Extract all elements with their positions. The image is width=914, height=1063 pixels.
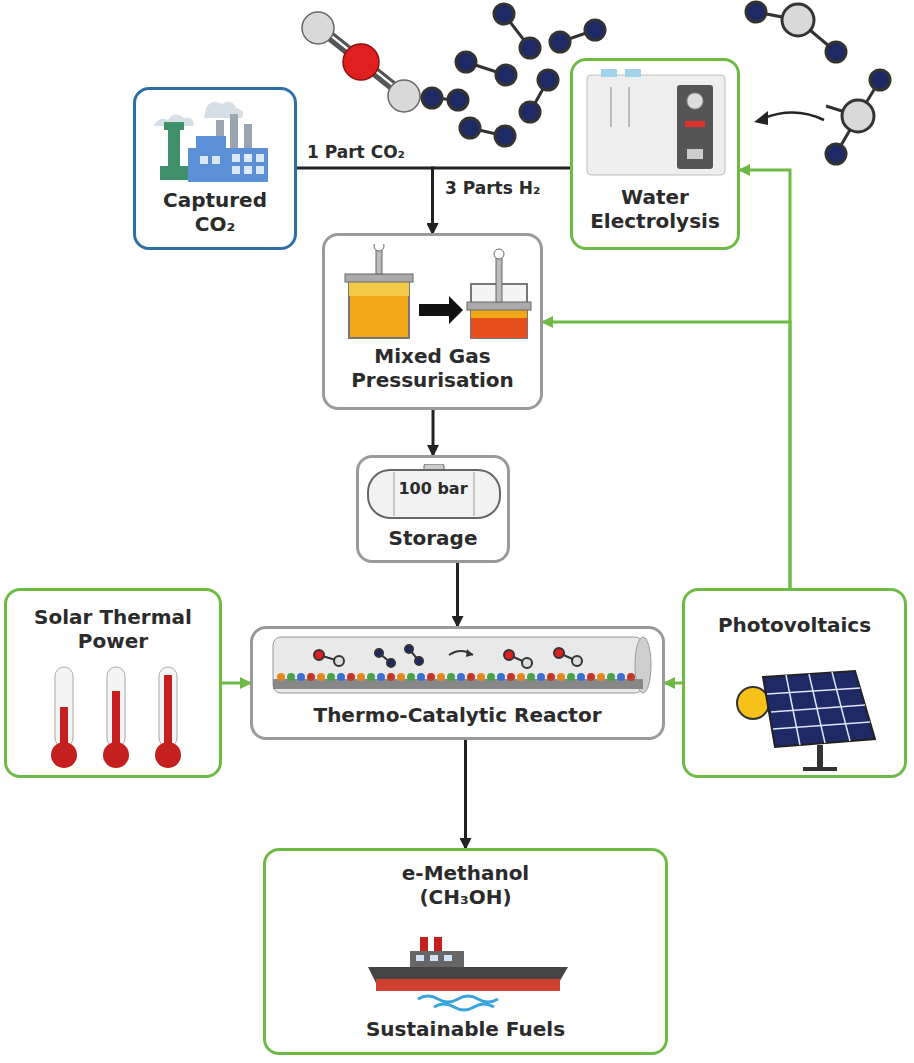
node-text: Thermo-Catalytic Reactor — [260, 703, 655, 727]
process-box: Solar Thermal Power — [4, 588, 222, 778]
node-text: Photovoltaics — [692, 613, 897, 637]
process-box: Thermo-Catalytic Reactor — [250, 626, 665, 740]
connector-arrow — [456, 563, 459, 626]
process-box: Water Electrolysis — [570, 58, 740, 250]
node-text: 100 bar — [373, 479, 493, 499]
electrolyser-icon — [587, 69, 725, 175]
connector-arrow — [433, 168, 571, 233]
process-box: Photovoltaics — [682, 588, 907, 778]
connector-arrow — [543, 322, 790, 588]
node-illustration — [581, 65, 731, 180]
process-box: Mixed Gas Pressurisation — [322, 233, 543, 410]
node-text: e-Methanol (CH₃OH) — [366, 861, 566, 910]
tank-icon — [368, 464, 500, 518]
ship-icon — [368, 937, 568, 1010]
node-text: Storage — [363, 526, 503, 550]
process-box: Captured CO₂ — [133, 87, 297, 250]
piston-icon — [345, 244, 531, 338]
connector-arrow — [432, 410, 435, 455]
node-text: Mixed Gas Pressurisation — [330, 344, 535, 393]
factory-icon — [154, 102, 268, 182]
node-text: Solar Thermal Power — [13, 605, 213, 654]
reactor-icon — [273, 637, 651, 693]
process-box: 100 barStorage — [356, 455, 510, 563]
connector-arrow — [464, 740, 467, 848]
water-molecules — [746, 2, 890, 164]
co2-molecule — [302, 12, 420, 112]
process-box: e-Methanol (CH₃OH) Sustainable Fuels — [263, 848, 668, 1055]
edge-label: 1 Part CO₂ — [304, 142, 408, 162]
node-illustration — [15, 661, 215, 773]
node-illustration — [259, 633, 659, 697]
connector-arrow — [297, 168, 433, 233]
connector-arrow — [222, 682, 250, 685]
edge-label: 3 Parts H₂ — [442, 178, 543, 198]
node-illustration — [705, 653, 895, 773]
solar-panel-icon — [737, 671, 875, 771]
node-illustration — [146, 96, 286, 188]
node-text: Water Electrolysis — [577, 185, 733, 234]
curved-arrow — [754, 111, 824, 125]
connector-arrow — [740, 170, 790, 588]
node-illustration — [331, 244, 541, 342]
node-text: Sustainable Fuels — [273, 1017, 658, 1041]
connector-arrow — [665, 682, 682, 685]
node-text: Captured CO₂ — [150, 188, 280, 237]
thermometer-icon — [51, 667, 181, 768]
node-illustration — [358, 933, 578, 1015]
